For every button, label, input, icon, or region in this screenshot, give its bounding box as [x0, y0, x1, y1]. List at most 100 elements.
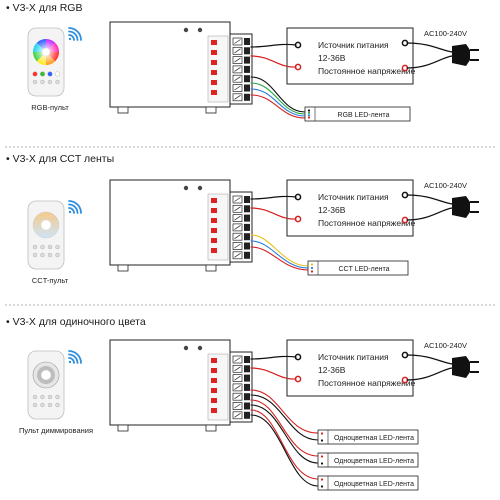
ac-input-label: AC100-240V — [424, 29, 467, 38]
indicator-led — [197, 185, 203, 191]
psu-voltage: 12-36В — [318, 365, 346, 375]
screw-line — [234, 413, 241, 418]
plug-pin — [470, 49, 479, 51]
signal-arc — [68, 200, 82, 214]
remote-button — [47, 394, 53, 400]
strip-pad — [307, 111, 311, 114]
label-mark — [211, 358, 217, 363]
ac-input-label: AC100-240V — [424, 181, 467, 190]
single-output-wire-positive — [250, 409, 319, 480]
remote-button — [40, 79, 45, 85]
led-strip: Одноцветная LED-лента — [317, 452, 419, 468]
screw-line — [234, 394, 241, 399]
rgb-output-wire — [250, 94, 306, 119]
terminal-socket — [244, 47, 250, 55]
strip-pad — [320, 455, 324, 458]
psu-title: Источник питания — [318, 40, 389, 50]
signal-arc — [68, 353, 79, 364]
label-mark — [211, 70, 217, 75]
remote-button — [47, 71, 53, 77]
remote-button — [40, 402, 45, 408]
screw-line — [234, 39, 241, 44]
section-single-color: Пульт диммирования Источник питания12-36В… — [19, 339, 479, 491]
remote-button — [40, 394, 45, 400]
label-mark — [211, 208, 217, 213]
terminal-socket — [244, 251, 250, 259]
terminal-socket — [244, 365, 250, 373]
label-mark — [211, 80, 217, 85]
label-mark — [211, 60, 217, 65]
psu-voltage: 12-36В — [318, 205, 346, 215]
rgb-output-wire — [250, 82, 306, 115]
strip-pad — [320, 432, 324, 435]
plug-body — [452, 44, 470, 66]
remote-control: Пульт диммирования — [19, 350, 93, 435]
remote-button — [32, 394, 38, 400]
psu-type: Постоянное напряжение — [318, 378, 416, 388]
psu-box — [286, 179, 414, 237]
rgb-output-wire — [250, 76, 306, 113]
signal-arc — [68, 203, 79, 214]
power-wire-positive — [250, 55, 297, 68]
screw-line — [234, 76, 241, 81]
center-button — [40, 369, 52, 381]
label-mark — [211, 218, 217, 223]
remote-button — [55, 244, 60, 250]
cct-output-wire — [250, 240, 309, 269]
ac-wire — [406, 367, 453, 381]
plug-pin — [470, 361, 479, 363]
screw-line — [234, 215, 241, 221]
label-mark — [211, 90, 217, 95]
plug-pin — [470, 59, 479, 61]
terminal-socket — [244, 402, 250, 410]
screw-line — [234, 253, 241, 258]
terminal-socket — [244, 214, 250, 222]
section-title-single: • V3-X для одиночного цвета — [6, 316, 146, 328]
signal-arc — [68, 350, 82, 364]
remote-button — [55, 79, 60, 85]
remote-label: Пульт диммирования — [19, 426, 93, 435]
screw-line — [234, 234, 241, 239]
led-strip: CCT LED-лента — [307, 260, 409, 276]
remote-button — [55, 71, 61, 77]
label-mark — [211, 388, 217, 393]
remote-button — [32, 244, 38, 250]
label-mark — [211, 228, 217, 233]
signal-arc — [68, 34, 75, 41]
wifi-signal-icon — [68, 27, 82, 41]
terminal-socket — [244, 223, 250, 231]
label-mark — [211, 238, 217, 243]
remote-label: CCT-пульт — [32, 276, 69, 285]
screw-line — [234, 403, 241, 409]
center-button — [41, 47, 51, 57]
center-button — [40, 219, 52, 231]
screw-line — [234, 206, 241, 212]
bullet-icon: • — [6, 2, 13, 14]
led-strip-body — [317, 452, 419, 468]
power-plug-icon — [452, 356, 479, 378]
led-strip-label: Одноцветная LED-лента — [334, 435, 414, 442]
remote-button — [55, 394, 60, 400]
screw-line — [234, 85, 241, 91]
remote-button — [32, 71, 38, 77]
label-mark — [211, 198, 217, 203]
psu-voltage: 12-36В — [318, 53, 346, 63]
plug-body — [452, 356, 470, 378]
screw-line — [234, 57, 241, 63]
wifi-signal-icon — [68, 350, 82, 364]
terminal-socket — [244, 56, 250, 64]
remote-button — [55, 252, 60, 258]
terminal-socket — [244, 205, 250, 213]
wifi-signal-icon — [68, 200, 82, 214]
strip-pad — [307, 109, 311, 112]
remote-button — [55, 402, 60, 408]
plug-pin — [470, 211, 479, 213]
terminal-socket — [244, 374, 250, 382]
remote-control: CCT-пульт — [27, 200, 82, 285]
controller-v3x — [109, 339, 253, 432]
power-wire-negative — [250, 43, 297, 48]
terminal-socket — [244, 393, 250, 401]
remote-button — [47, 79, 53, 85]
